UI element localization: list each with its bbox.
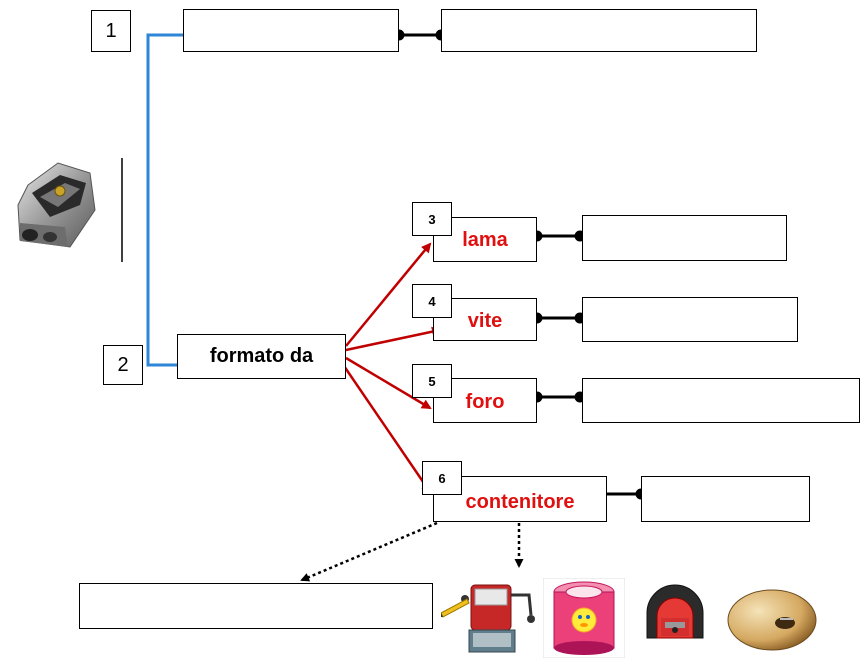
number-box-5: 5 [412,364,452,398]
answer-box-bottom[interactable] [79,583,433,629]
number-box-1: 1 [91,10,131,52]
number-box-3: 3 [412,202,452,236]
number-box-4: 4 [412,284,452,318]
pink-canister-sharpener-picture [543,578,625,658]
red-arrows [342,242,442,494]
metal-sharpener-picture [17,162,96,248]
answer-box-lama[interactable] [582,215,787,261]
blue-connector [146,33,183,367]
answer-box-top-right[interactable] [441,9,757,52]
dotted-arrows [300,521,524,582]
answer-box-contenitore[interactable] [641,476,810,522]
answer-box-foro[interactable] [582,378,860,423]
number-box-2: 2 [103,345,143,385]
answer-box-vite[interactable] [582,297,798,342]
black-red-sharpener-picture [646,584,704,639]
desk-crank-sharpener-picture [441,584,535,653]
answer-box-top-left[interactable] [183,9,399,52]
node-contenitore: contenitore [433,476,607,522]
wooden-egg-sharpener-picture [727,589,817,651]
number-box-6: 6 [422,461,462,495]
node-formato-da: formato da [177,334,346,379]
node-lama: lama [433,217,537,262]
dumbbell-connectors [393,29,647,500]
